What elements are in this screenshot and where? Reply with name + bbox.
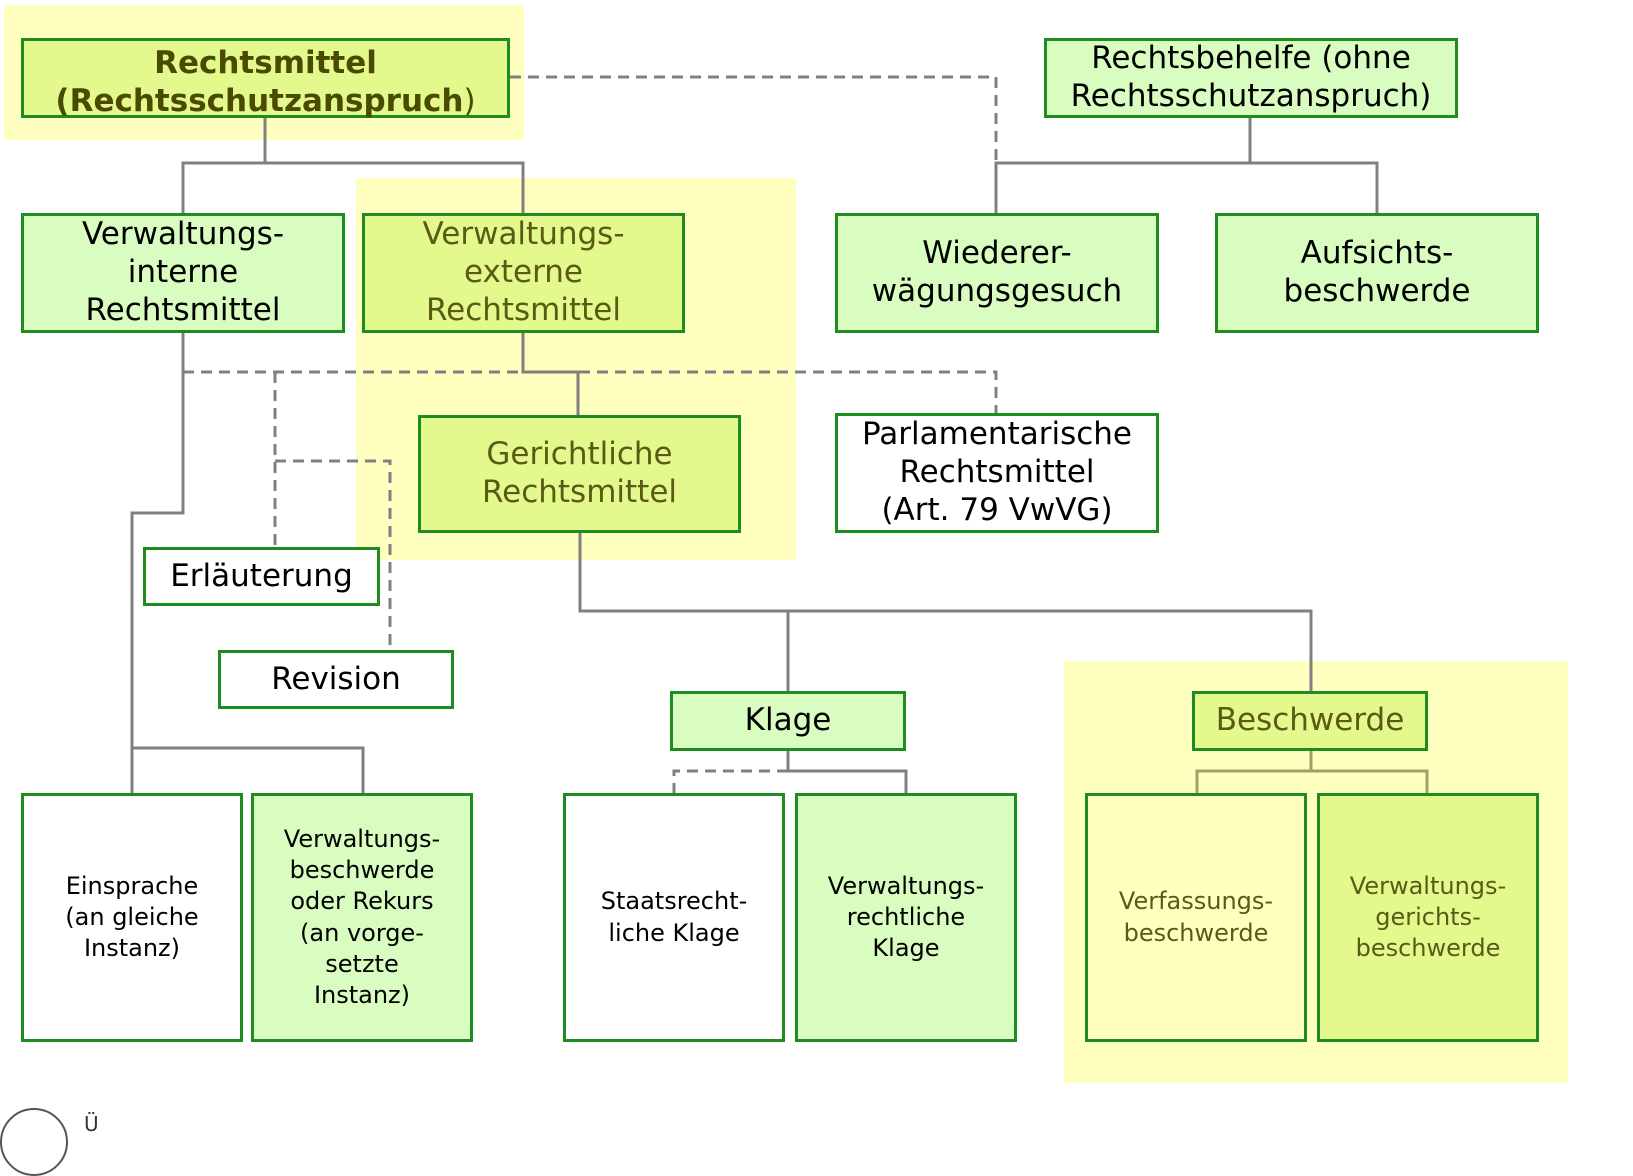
node-verfassungsbeschwerde: Verfassungs- beschwerde bbox=[1085, 793, 1307, 1042]
connector-line bbox=[1195, 751, 1313, 793]
node-rechtsbehelfe: Rechtsbehelfe (ohne Rechtsschutzanspruch… bbox=[1044, 38, 1458, 118]
connector-line bbox=[132, 746, 365, 793]
node-rechtsmittel-line2: (Rechtsschutzanspruch) bbox=[24, 83, 507, 121]
node-staatsrechtliche-klage: Staatsrecht- liche Klage bbox=[563, 793, 785, 1042]
dashed-connector bbox=[183, 370, 998, 413]
node-verwaltungsexterne-rechtsmittel: Verwaltungs- externe Rechtsmittel bbox=[362, 213, 685, 333]
dashed-connector bbox=[672, 769, 788, 793]
dashed-connector bbox=[510, 75, 998, 213]
connector-line bbox=[521, 333, 580, 415]
node-rechtsmittel-line2-paren: ) bbox=[463, 82, 476, 119]
node-erlaeuterung: Erläuterung bbox=[143, 547, 380, 606]
node-verwaltungsinterne-rechtsmittel: Verwaltungs- interne Rechtsmittel bbox=[21, 213, 345, 333]
connector-lines bbox=[130, 75, 1429, 793]
node-beschwerde: Beschwerde bbox=[1192, 691, 1428, 751]
node-einsprache: Einsprache (an gleiche Instanz) bbox=[21, 793, 243, 1042]
node-revision: Revision bbox=[218, 650, 454, 709]
connector-line bbox=[994, 118, 1252, 213]
connector-line bbox=[181, 118, 267, 213]
connector-line bbox=[786, 751, 908, 793]
node-rechtsmittel-line2-bold: (Rechtsschutzanspruch bbox=[55, 82, 464, 119]
university-seal-logo bbox=[0, 1108, 68, 1176]
node-verwaltungsgerichtsbeschwerde: Verwaltungs- gerichts- beschwerde bbox=[1317, 793, 1539, 1042]
node-gerichtliche-rechtsmittel: Gerichtliche Rechtsmittel bbox=[418, 415, 741, 533]
node-verwaltungsrechtliche-klage: Verwaltungs- rechtliche Klage bbox=[795, 793, 1017, 1042]
node-klage: Klage bbox=[670, 691, 906, 751]
node-aufsichtsbeschwerde: Aufsichts- beschwerde bbox=[1215, 213, 1539, 333]
connector-line bbox=[265, 161, 525, 213]
node-rechtsmittel-line1: Rechtsmittel bbox=[154, 45, 377, 81]
connector-line bbox=[578, 533, 1313, 691]
connector-line bbox=[130, 333, 185, 793]
node-wiedererwaegungsgesuch: Wiederer- wägungsgesuch bbox=[835, 213, 1159, 333]
connector-line bbox=[1250, 161, 1379, 213]
node-parlamentarische-rechtsmittel: Parlamentarische Rechtsmittel (Art. 79 V… bbox=[835, 413, 1159, 533]
connector-line bbox=[1311, 769, 1429, 793]
node-rechtsmittel: Rechtsmittel (Rechtsschutzanspruch) bbox=[21, 38, 510, 121]
dashed-connector bbox=[275, 459, 392, 650]
footer-logo-text: Ü bbox=[84, 1112, 99, 1136]
node-verwaltungsbeschwerde: Verwaltungs- beschwerde oder Rekurs (an … bbox=[251, 793, 473, 1042]
